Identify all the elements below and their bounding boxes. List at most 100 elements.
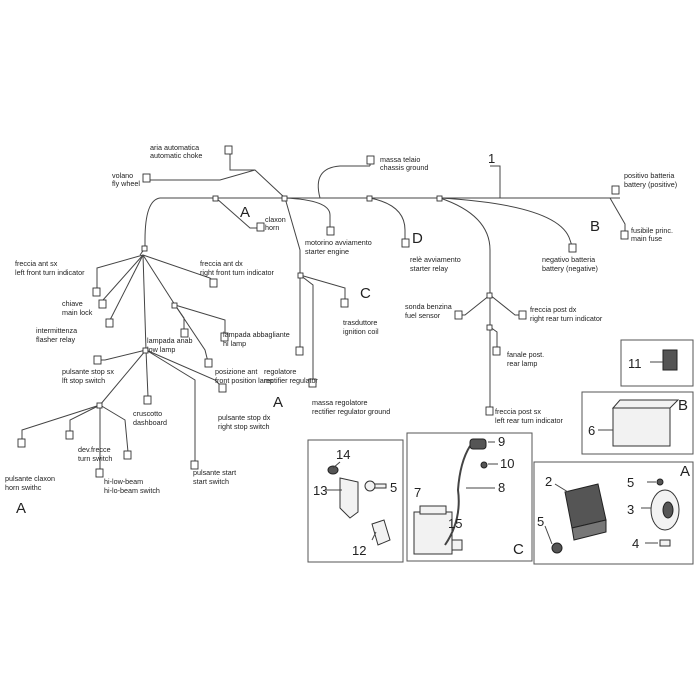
panel-regulator-horn: 2 5 3 4 5 A <box>533 461 694 565</box>
label-right-front-turn-en: right front turn indicator <box>200 268 275 277</box>
label-hi-lo-switch-it: hi-low-beam <box>104 477 143 486</box>
relay-body <box>662 349 678 371</box>
label-battery-positive-it: positivo batteria <box>624 171 674 180</box>
label-flasher-relay-it: intermittenza <box>36 326 77 335</box>
mounting-bracket <box>339 477 359 519</box>
panel-relay: 11 <box>620 339 694 387</box>
label-left-front-turn-it: freccia ant sx <box>15 259 58 268</box>
label-dashboard-en: dashboard <box>133 418 167 427</box>
label-right-rear-turn-it: freccia post dx <box>530 305 577 314</box>
letter-a-left: A <box>273 394 283 411</box>
label-right-rear-turn-en: right rear turn indicator <box>530 314 603 323</box>
label-battery-positive-en: battery (positive) <box>624 180 677 189</box>
part-10: 10 <box>500 456 514 471</box>
letter-a-top: A <box>240 204 250 221</box>
label-regulator-en: rectifier regulator <box>264 376 319 385</box>
label-turn-switch-en: turn switch <box>78 454 112 463</box>
part-7: 7 <box>414 485 421 500</box>
harness-connectors <box>17 145 629 478</box>
label-starter-engine-en: starter engine <box>305 247 349 256</box>
part-8: 8 <box>498 480 505 495</box>
label-horn-switch-en: horn swithc <box>5 483 42 492</box>
battery-body <box>612 407 671 447</box>
label-battery-negative-it: negativo batteria <box>542 255 595 264</box>
label-regulator-it: regolatore <box>264 367 296 376</box>
label-main-fuse-it: fusibile princ. <box>631 226 673 235</box>
label-regulator-ground-en: rectifier regulator ground <box>312 407 390 416</box>
letter-a-bottom: A <box>16 500 26 517</box>
label-low-lamp-en: low lamp <box>147 345 175 354</box>
label-fuel-sensor-it: sonda benzina <box>405 302 452 311</box>
letter-c-mid: C <box>360 285 371 302</box>
part-12: 12 <box>352 543 366 558</box>
label-left-front-turn-en: left front turn indicator <box>15 268 85 277</box>
part-6: 6 <box>588 423 595 438</box>
label-hi-lamp-en: hi lamp <box>223 339 246 348</box>
part-13: 13 <box>313 483 327 498</box>
letter-b-panel: B <box>678 397 688 414</box>
part-15: 15 <box>448 516 462 531</box>
part-3: 3 <box>627 502 634 517</box>
label-left-rear-turn-it: freccia post sx <box>495 407 541 416</box>
label-hi-lamp-it: lampada abbagliante <box>223 330 290 339</box>
letter-d: D <box>412 230 423 247</box>
label-low-lamp-it: lampada anab <box>147 336 193 345</box>
letter-c-panel: C <box>513 541 524 558</box>
part-11: 11 <box>628 356 642 371</box>
label-chassis-ground-it: massa telaio <box>380 155 420 164</box>
label-starter-relay-en: starter relay <box>410 264 448 273</box>
part-5-regulator: 5 <box>537 514 544 529</box>
label-hi-lo-switch-en: hi-lo-beam switch <box>104 486 160 495</box>
coil-body <box>413 511 453 555</box>
label-ignition-coil-en: ignition coil <box>343 327 379 336</box>
panel-battery: 6 B <box>581 391 694 455</box>
label-regulator-ground-it: massa regolatore <box>312 398 368 407</box>
letter-b-top: B <box>590 218 600 235</box>
label-fuel-sensor-en: fuel sensor <box>405 311 441 320</box>
label-horn-switch-it: pulsante claxon <box>5 474 55 483</box>
label-ignition-coil-it: trasduttore <box>343 318 377 327</box>
label-main-fuse-en: main fuse <box>631 234 662 243</box>
label-dashboard-it: cruscotto <box>133 409 162 418</box>
harness-labels: 1 aria automatica automatic choke volano… <box>5 143 677 517</box>
label-starter-engine-it: motorino avviamento <box>305 238 372 247</box>
label-flywheel-it: volano <box>112 171 133 180</box>
label-main-lock-en: main lock <box>62 308 93 317</box>
label-automatic-choke-it: aria automatica <box>150 143 199 152</box>
label-front-position-en: front position lamp <box>215 376 274 385</box>
label-flywheel-en: fly wheel <box>112 179 140 188</box>
label-chassis-ground-en: chassis ground <box>380 163 428 172</box>
spark-plug-cap <box>469 438 487 450</box>
label-front-position-it: posizione ant <box>215 367 257 376</box>
letter-a-panel: A <box>680 463 690 480</box>
horn-screw <box>656 478 664 486</box>
part-4: 4 <box>632 536 639 551</box>
part-5-horn: 5 <box>627 475 634 490</box>
label-left-stop-switch-en: lft stop switch <box>62 376 105 385</box>
label-rear-lamp-en: rear lamp <box>507 359 537 368</box>
label-horn-en: horn <box>265 223 279 232</box>
part-2: 2 <box>545 474 552 489</box>
label-right-stop-switch-en: right stop switch <box>218 422 270 431</box>
label-left-stop-switch-it: pulsante stop sx <box>62 367 114 376</box>
label-rear-lamp-it: fanale post. <box>507 350 544 359</box>
label-left-rear-turn-en: left rear turn indicator <box>495 416 564 425</box>
label-horn-it: claxon <box>265 215 286 224</box>
label-starter-relay-it: relè avviamento <box>410 255 461 264</box>
panel-ignition-coil: 9 10 8 7 15 C <box>406 432 533 562</box>
part-9: 9 <box>498 434 505 449</box>
regulator-screw <box>551 542 563 554</box>
label-flasher-relay-en: flasher relay <box>36 335 76 344</box>
label-main-lock-it: chiave <box>62 299 83 308</box>
horn-bracket <box>659 539 671 547</box>
coil-screw <box>451 539 463 551</box>
label-automatic-choke-en: automatic choke <box>150 151 202 160</box>
callout-1: 1 <box>488 151 495 166</box>
part-14: 14 <box>336 447 350 462</box>
washer <box>327 465 339 475</box>
label-start-switch-it: pulsante start <box>193 468 236 477</box>
part-5-bracket: 5 <box>390 480 397 495</box>
label-battery-negative-en: battery (negative) <box>542 264 598 273</box>
